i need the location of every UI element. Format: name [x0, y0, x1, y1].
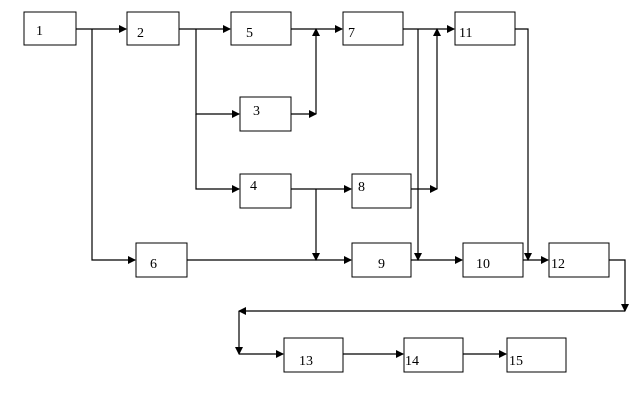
node-1: 1 — [23, 11, 77, 46]
edges-group — [76, 25, 629, 358]
edge-11-12 — [515, 28, 532, 261]
node-label: 13 — [299, 354, 313, 369]
node-13: 13 — [283, 337, 344, 373]
node-10: 10 — [462, 242, 524, 278]
node-2: 2 — [126, 11, 180, 46]
node-label: 12 — [551, 257, 565, 272]
node-label: 4 — [250, 179, 257, 194]
node-label: 6 — [150, 257, 157, 272]
node-label: 1 — [36, 24, 43, 39]
edge-1-6 — [91, 29, 136, 264]
node-label: 2 — [137, 26, 144, 41]
node-12: 12 — [548, 242, 610, 278]
node-label: 11 — [459, 26, 472, 41]
node-6: 6 — [135, 242, 188, 278]
node-8: 8 — [351, 173, 412, 209]
node-14: 14 — [403, 337, 464, 373]
node-label: 14 — [405, 354, 419, 369]
node-label: 5 — [246, 26, 253, 41]
node-label: 7 — [348, 26, 355, 41]
node-5: 5 — [230, 11, 292, 46]
node-9: 9 — [351, 242, 412, 278]
edge-12-down — [609, 259, 629, 312]
node-label: 10 — [476, 257, 490, 272]
node-label: 8 — [358, 180, 365, 195]
node-15: 15 — [506, 337, 567, 373]
edge-2-4 — [195, 114, 240, 193]
node-4: 4 — [239, 173, 292, 209]
node-7: 7 — [342, 11, 404, 46]
node-11: 11 — [454, 11, 516, 46]
node-3: 3 — [239, 96, 292, 132]
node-label: 9 — [378, 257, 385, 272]
node-label: 15 — [509, 354, 523, 369]
node-label: 3 — [253, 104, 260, 119]
